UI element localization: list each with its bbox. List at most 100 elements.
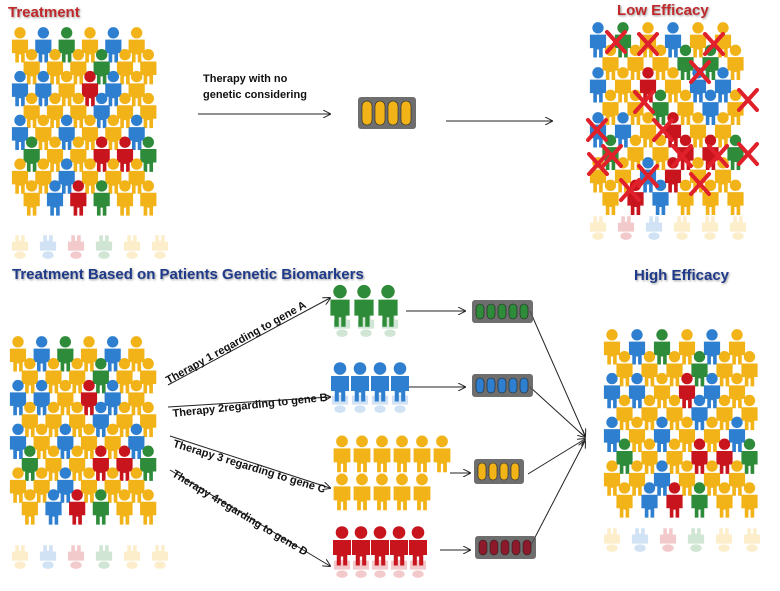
person-icon [128, 70, 145, 107]
person-reflection-icon [11, 545, 29, 569]
person-icon [333, 435, 351, 473]
person-icon [727, 134, 744, 171]
person-reflection-icon [67, 235, 85, 259]
person-icon [116, 358, 133, 394]
person-icon [93, 180, 110, 216]
person-icon [23, 180, 40, 216]
person-icon [616, 438, 633, 474]
person-icon [105, 158, 122, 194]
person-icon [641, 394, 658, 431]
person-icon [589, 67, 607, 103]
person-reflection-icon [151, 545, 169, 569]
person-icon [716, 351, 733, 387]
person-icon [409, 526, 427, 566]
person-reflection-icon [659, 528, 677, 552]
person-icon [639, 112, 657, 148]
person-reflection-icon [333, 554, 351, 578]
person-icon [46, 136, 64, 172]
person-reflection-icon [95, 545, 113, 569]
person-icon [393, 435, 411, 473]
person-icon [714, 67, 732, 103]
person-icon [116, 49, 134, 85]
person-icon [716, 394, 733, 431]
person-icon [128, 423, 145, 460]
person-icon [57, 336, 74, 372]
person-icon [393, 473, 411, 511]
low-efficacy-title: Low Efficacy [617, 2, 709, 19]
person-icon [33, 336, 50, 372]
person-icon [653, 416, 671, 453]
treatment-title: Treatment [8, 4, 80, 21]
therapy-no-genetic-line1: Therapy with no [203, 73, 288, 85]
person-icon [614, 112, 632, 148]
person-icon [140, 49, 157, 85]
person-icon [57, 467, 74, 503]
person-icon [413, 435, 431, 473]
person-reflection-icon [331, 389, 349, 413]
person-icon [741, 438, 758, 474]
person-icon [433, 435, 451, 473]
person-reflection-icon [631, 528, 649, 552]
person-reflection-icon [95, 235, 113, 259]
person-icon [93, 92, 110, 129]
person-icon [140, 445, 157, 481]
person-icon [35, 27, 52, 63]
person-icon [58, 158, 75, 194]
person-icon [23, 49, 40, 85]
person-reflection-icon [352, 554, 370, 578]
person-icon [678, 460, 696, 496]
cross-mark-icon [737, 88, 759, 112]
person-icon [81, 27, 99, 63]
person-icon [58, 70, 75, 107]
person-icon [23, 92, 40, 129]
person-icon [666, 438, 683, 474]
person-reflection-icon [39, 235, 57, 259]
person-icon [703, 460, 721, 496]
arrows-group [167, 114, 585, 566]
person-icon [92, 401, 109, 438]
person-icon [9, 423, 27, 460]
person-icon [70, 49, 87, 85]
person-icon [116, 401, 133, 438]
person-icon [58, 114, 75, 151]
person-icon [80, 423, 98, 460]
person-icon [703, 416, 721, 453]
person-icon [33, 379, 50, 416]
cross-mark-icon [652, 118, 674, 142]
person-icon [105, 70, 122, 107]
person-icon [9, 467, 27, 503]
person-icon [70, 180, 87, 216]
person-icon [21, 445, 38, 481]
person-icon [664, 22, 682, 58]
person-icon [703, 329, 721, 365]
person-icon [728, 416, 746, 453]
person-icon [653, 329, 671, 365]
person-icon [702, 89, 719, 126]
person-icon [33, 467, 50, 503]
person-icon [653, 372, 671, 409]
person-icon [46, 92, 64, 129]
person-icon [128, 336, 145, 372]
person-icon [691, 394, 708, 431]
person-icon [641, 438, 658, 474]
person-icon [689, 22, 707, 58]
person-reflection-icon [617, 216, 635, 240]
cross-mark-icon [707, 144, 729, 168]
person-reflection-icon [729, 216, 747, 240]
person-reflection-icon [39, 545, 57, 569]
person-reflection-icon [743, 528, 761, 552]
person-icon [128, 379, 145, 416]
person-reflection-icon [123, 235, 141, 259]
person-icon [140, 92, 157, 129]
cross-mark-icon [587, 152, 609, 176]
cross-mark-icon [633, 90, 655, 114]
person-icon [69, 358, 86, 394]
person-icon [716, 482, 733, 518]
arrow-icon [529, 441, 585, 548]
pill-pack-icon [472, 374, 533, 397]
person-icon [413, 473, 431, 511]
person-icon [353, 435, 371, 473]
person-icon [21, 489, 38, 525]
person-icon [653, 460, 671, 496]
